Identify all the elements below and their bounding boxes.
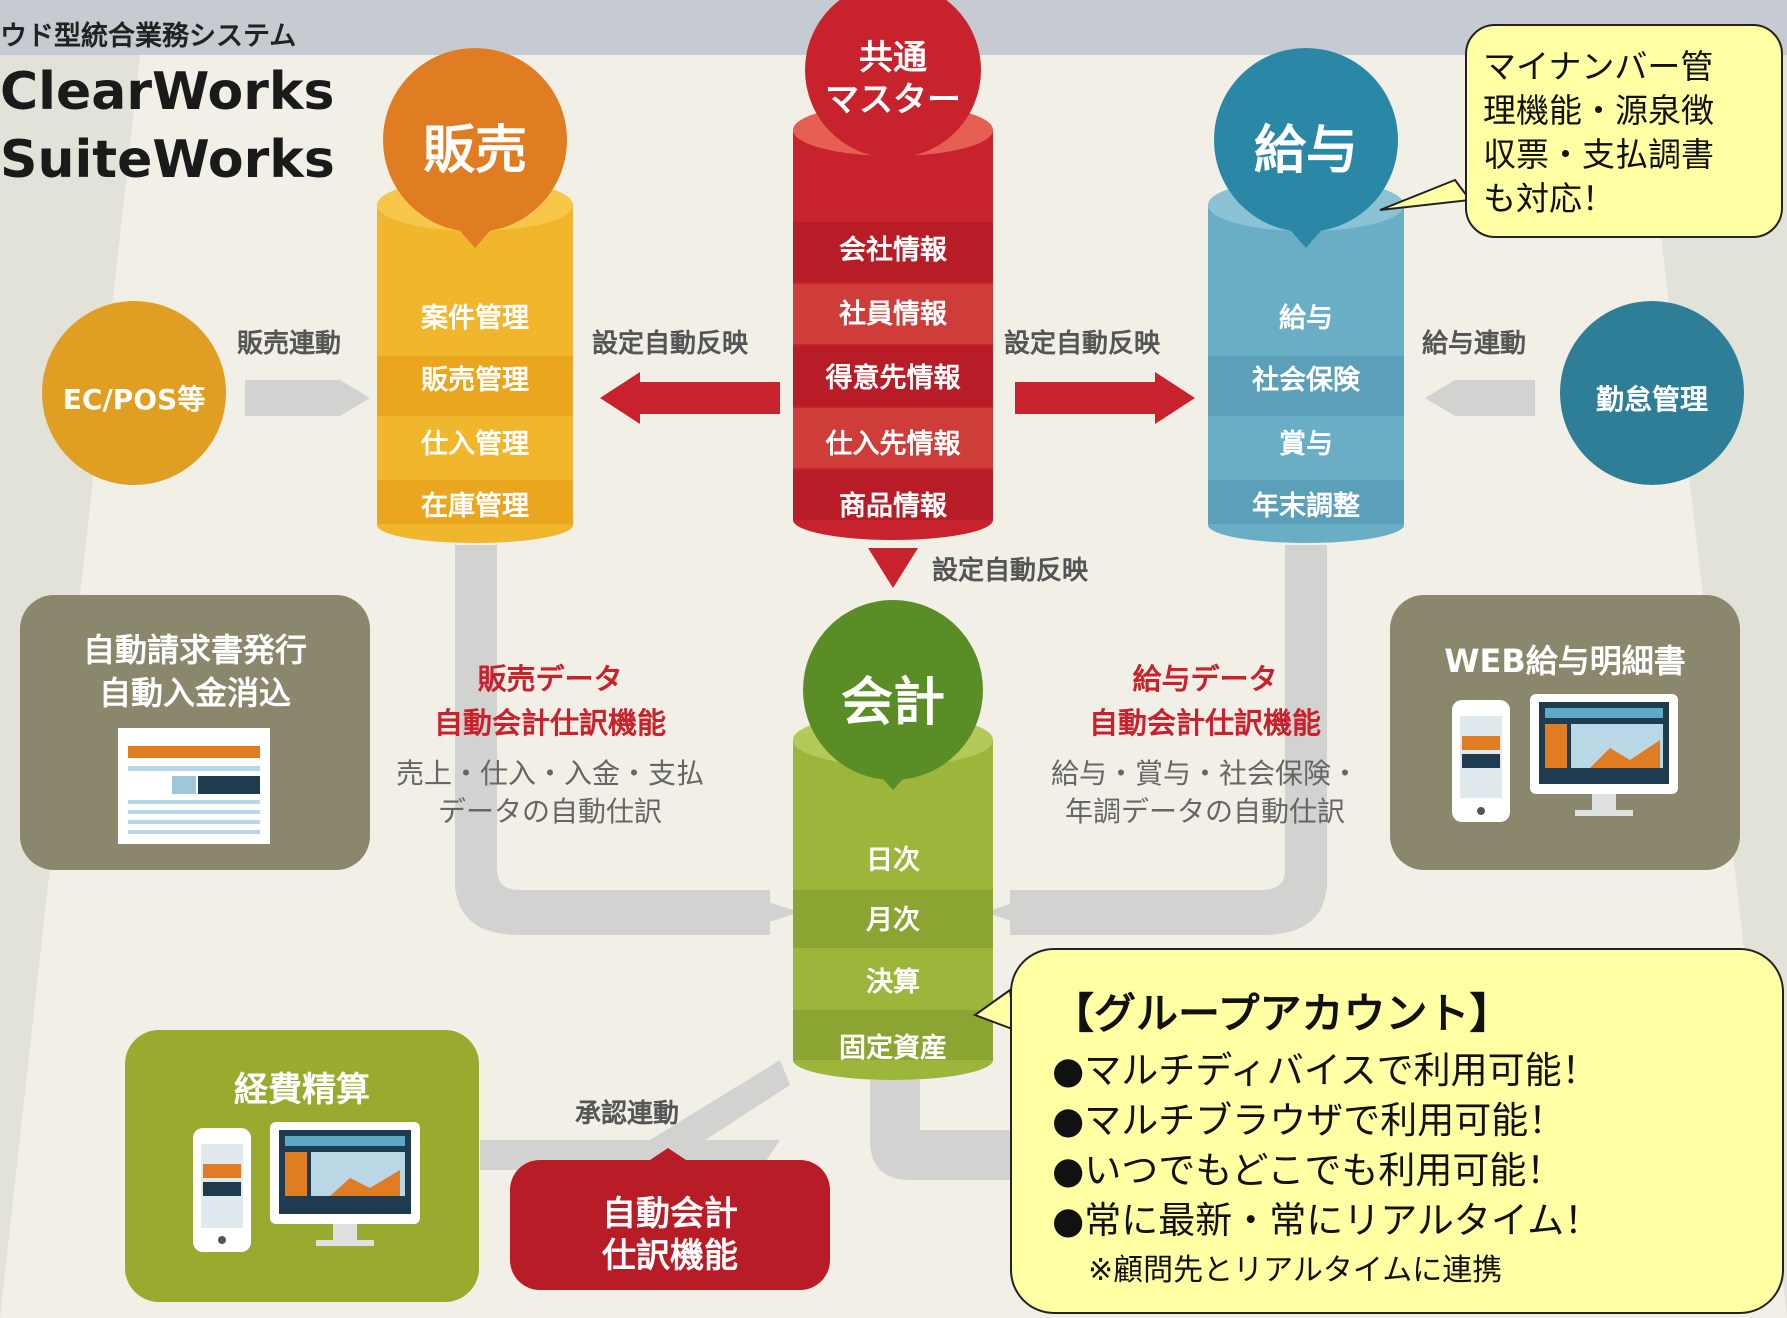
payroll-item-bonus: 賞与 [1279,429,1333,460]
approval-link-label: 承認連動 [575,1099,680,1129]
master-item-employee: 社員情報 [839,299,947,330]
master-hub-title-line1: 共通 [859,38,927,78]
callout-mynumber-line1: マイナンバー管 [1483,47,1714,86]
product-name-clearworks: ClearWorks [0,62,335,122]
master-item-company: 会社情報 [839,235,947,266]
master-item-product: 商品情報 [839,491,947,522]
accounting-item-monthly: 月次 [866,905,920,936]
sales-stack [377,48,573,543]
web-payslip-panel [1390,595,1740,870]
attendance-circle [1560,301,1744,485]
accounting-item-closing: 決算 [866,967,920,998]
system-subtitle: ウド型統合業務システム [0,21,297,52]
sales-data-title2: 自動会計仕訳機能 [433,706,666,740]
accounting-item-daily: 日次 [866,845,920,876]
payroll-data-title2: 自動会計仕訳機能 [1088,706,1321,740]
sales-item-inventory: 在庫管理 [421,491,529,522]
auto-journal-box [510,1148,830,1290]
invoice-panel-line1: 自動請求書発行 [82,631,307,669]
callout-group-title: 【グループアカウント】 [1052,989,1512,1038]
payroll-hub-title: 給与 [1253,121,1358,181]
callout-mynumber: マイナンバー管 理機能・源泉徴 収票・支払調書 も対応！ [1465,24,1783,238]
payroll-item-social-insurance: 社会保険 [1252,365,1360,396]
accounting-stack [793,600,993,1080]
master-stack [793,0,993,540]
invoice-panel-line2: 自動入金消込 [98,674,291,712]
callout-group-note: ※顧問先とリアルタイムに連携 [1088,1253,1503,1288]
auto-journal-line2: 仕訳機能 [602,1236,738,1276]
callout-mynumber-tail [1379,178,1472,211]
invoice-panel [20,595,370,870]
payroll-data-title1: 給与データ [1132,662,1278,696]
master-item-customer: 得意先情報 [825,363,961,394]
sales-item-sales-mgmt: 販売管理 [421,365,529,396]
red-arrows [600,372,1195,588]
payroll-item-salary: 給与 [1279,303,1333,334]
master-item-supplier: 仕入先情報 [825,429,961,460]
master-hub-title-line2: マスター [825,80,961,120]
sales-hub-title: 販売 [422,121,527,181]
attendance-label: 勤怠管理 [1595,383,1708,416]
ec-pos-circle [42,301,226,485]
ec-pos-label: EC/POS等 [62,383,206,416]
payroll-link-label: 給与連動 [1422,329,1527,359]
callout-group-account: 【グループアカウント】 ●マルチディバイスで利用可能！ ●マルチブラウザで利用可… [1010,948,1784,1314]
callout-group-bullet3: ●いつでもどこでも利用可能！ [1052,1149,1564,1192]
payroll-data-desc2: 年調データの自動仕訳 [1064,795,1345,828]
payroll-data-desc1: 給与・賞与・社会保険・ [1050,757,1359,790]
sales-data-desc2: データの自動仕訳 [437,795,662,828]
accounting-item-fixed-assets: 固定資産 [839,1033,947,1064]
callout-group-bullet1: ●マルチディバイスで利用可能！ [1052,1049,1599,1092]
auto-journal-line1: 自動会計 [602,1194,738,1234]
expense-panel [125,1030,479,1302]
web-payslip-title: WEB給与明細書 [1444,642,1686,680]
payroll-item-year-end: 年末調整 [1252,491,1360,522]
callout-mynumber-line2: 理機能・源泉徴 [1483,91,1714,130]
auto-reflect-down-label: 設定自動反映 [932,556,1089,586]
callout-group-bullet4: ●常に最新・常にリアルタイム！ [1052,1199,1602,1242]
sales-data-title1: 販売データ [477,662,623,696]
callout-mynumber-line4: も対応！ [1483,179,1615,218]
connector-pipes [245,380,1535,1180]
sales-data-desc1: 売上・仕入・入金・支払 [395,757,704,790]
auto-reflect-right-label: 設定自動反映 [1004,329,1161,359]
accounting-hub-title: 会計 [840,673,945,733]
product-name-suiteworks: SuiteWorks [0,130,335,190]
expense-panel-title: 経費精算 [234,1070,370,1110]
sales-link-label: 販売連動 [237,329,342,359]
callout-mynumber-line3: 収票・支払調書 [1483,135,1714,174]
sales-item-purchase-mgmt: 仕入管理 [421,429,529,460]
callout-group-bullet2: ●マルチブラウザで利用可能！ [1052,1099,1566,1142]
auto-reflect-left-label: 設定自動反映 [592,329,749,359]
sales-item-projects: 案件管理 [421,303,529,334]
payroll-stack [1208,48,1404,543]
